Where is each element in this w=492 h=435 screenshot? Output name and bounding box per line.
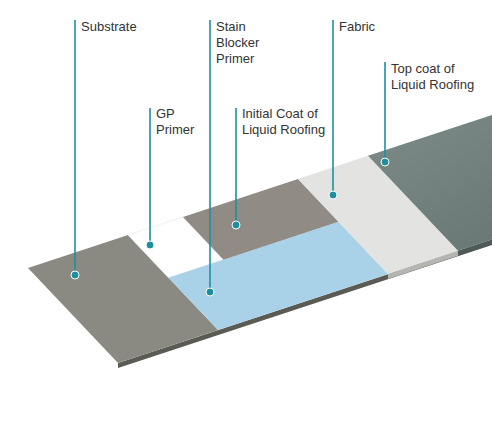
leader-dot [206,288,214,296]
leader-line [74,20,76,275]
leader-dot [146,241,154,249]
layer-label: GP Primer [156,106,204,138]
slab [28,113,492,368]
leader-dot [329,191,337,199]
top-coat-layer [368,113,492,251]
leader-line [235,108,237,225]
layer-label: Stain Blocker Primer [216,19,276,67]
fabric-edge [388,251,458,279]
layer-label: Substrate [81,19,201,35]
leader-dot [232,221,240,229]
layer-label: Top coat of Liquid Roofing [391,61,489,93]
leader-dot [71,271,79,279]
layer-label: Initial Coat of Liquid Roofing [242,106,326,138]
layer-label: Fabric [339,19,439,35]
leader-line [209,20,211,292]
leader-dot [381,158,389,166]
leader-line [332,20,334,195]
leader-line [384,62,386,162]
leader-line [149,108,151,245]
top-coat-edge [458,238,492,256]
leader-dots [71,158,389,296]
leader-lines [75,20,385,292]
